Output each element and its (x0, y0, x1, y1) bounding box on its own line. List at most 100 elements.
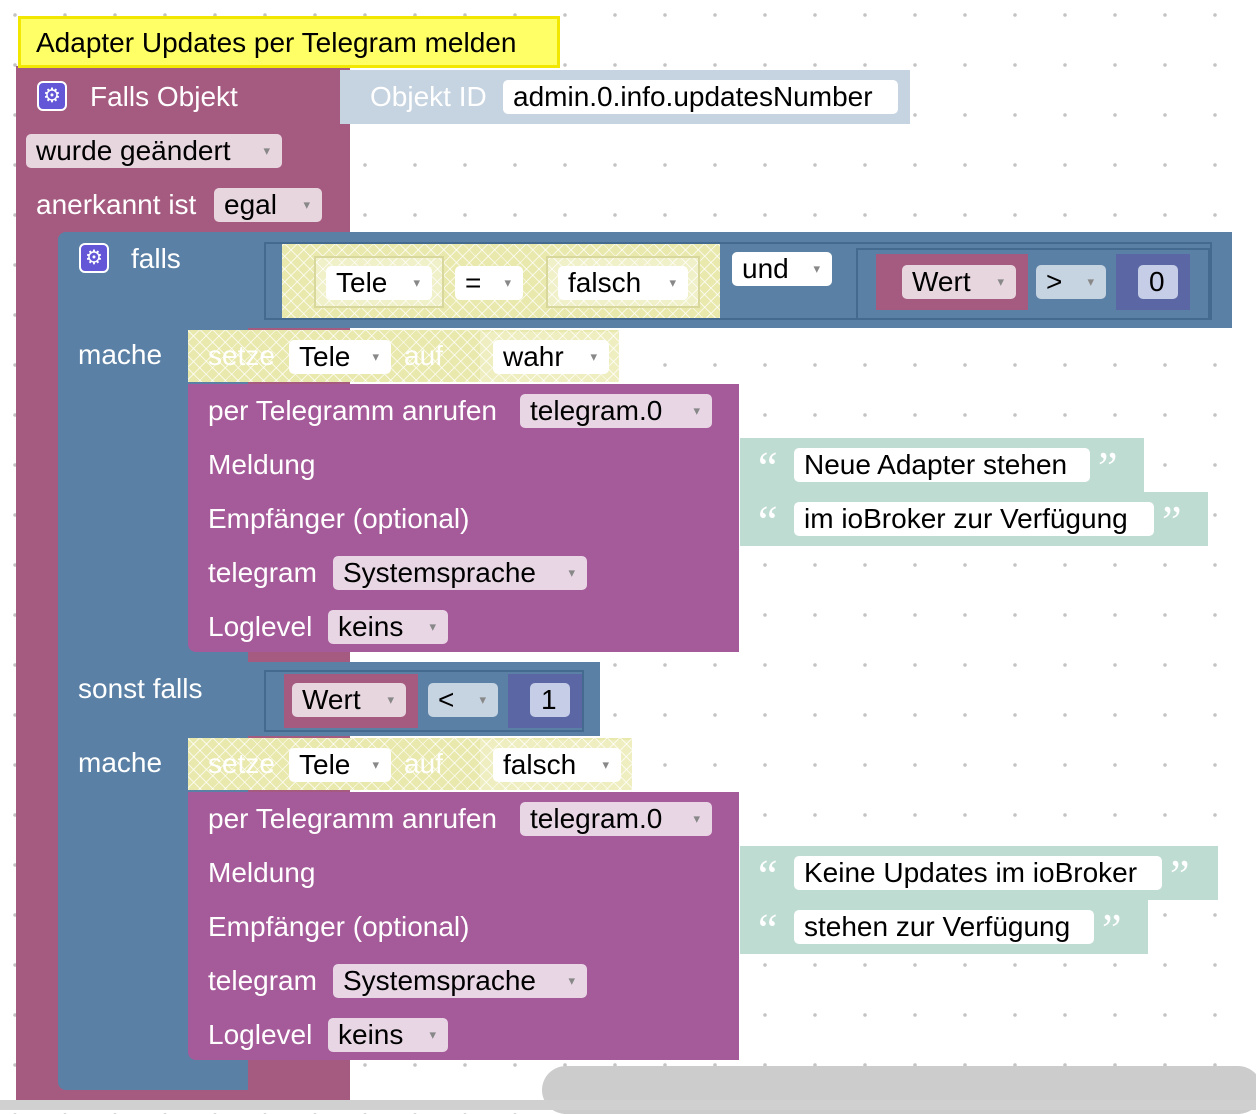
chevron-down-icon: ▾ (602, 757, 609, 772)
number-field-2[interactable]: 1 (530, 683, 570, 717)
set-auf-label-1: auf (404, 340, 443, 371)
set-value-2: falsch (503, 749, 577, 780)
chevron-down-icon: ▾ (372, 757, 379, 772)
telegram-instance-dropdown-2[interactable]: telegram.0 ▾ (520, 802, 712, 836)
tele-var-dropdown[interactable]: Tele ▾ (326, 266, 432, 300)
telegram-lang-label-1: telegram (208, 557, 317, 588)
telegram-lang-dropdown-2[interactable]: Systemsprache ▾ (333, 964, 587, 998)
compare-operator-value: = (465, 267, 482, 298)
telegram-log-dropdown-2[interactable]: keins ▾ (328, 1018, 448, 1052)
change-value: wurde geändert (36, 135, 231, 166)
do2-label: mache (78, 747, 163, 778)
chevron-down-icon: ▾ (813, 261, 820, 276)
set-var-dropdown-1[interactable]: Tele ▾ (289, 340, 391, 374)
logic-op-value: und (742, 253, 789, 284)
telegram-call-label-1: per Telegramm anrufen (208, 395, 497, 426)
text-field-1a[interactable]: Neue Adapter stehen (794, 448, 1090, 482)
ack-dropdown[interactable]: egal ▾ (214, 188, 322, 222)
comment-bubble[interactable] (18, 16, 560, 68)
text-field-1b[interactable]: im ioBroker zur Verfügung (794, 502, 1154, 536)
do-label: mache (78, 339, 163, 370)
text-field-2a[interactable]: Keine Updates im ioBroker (794, 856, 1162, 890)
gear-icon[interactable]: ⚙ (79, 243, 109, 273)
telegram-instance-dropdown-1[interactable]: telegram.0 ▾ (520, 394, 712, 428)
chevron-down-icon: ▾ (997, 274, 1004, 289)
telegram-msg-label-1: Meldung (208, 449, 316, 480)
chevron-down-icon: ▾ (263, 143, 270, 158)
wert-var-dropdown-2[interactable]: Wert ▾ (292, 683, 406, 717)
chevron-down-icon: ▾ (429, 619, 436, 634)
operator2-dropdown[interactable]: > ▾ (1036, 265, 1106, 299)
telegram-log-value-2: keins (338, 1019, 404, 1050)
chevron-down-icon: ▾ (504, 275, 511, 290)
chevron-down-icon: ▾ (669, 275, 676, 290)
chevron-down-icon: ▾ (413, 275, 420, 290)
set-var-value-2: Tele (299, 749, 351, 780)
chevron-down-icon: ▾ (1087, 274, 1094, 289)
elseif-label: sonst falls (78, 673, 203, 704)
telegram-log-value-1: keins (338, 611, 404, 642)
tele-var-value: Tele (336, 267, 388, 298)
close-quote-icon: ” (1102, 905, 1122, 954)
telegram-lang-label-2: telegram (208, 965, 317, 996)
wert-var-value: Wert (912, 266, 971, 297)
chevron-down-icon: ▾ (303, 197, 310, 212)
telegram-instance-value-2: telegram.0 (530, 803, 663, 834)
chevron-down-icon: ▾ (387, 692, 394, 707)
set-auf-label-2: auf (404, 748, 443, 779)
compare-operator-dropdown[interactable]: = ▾ (455, 266, 523, 300)
number-field[interactable]: 0 (1138, 265, 1178, 299)
telegram-msg-label-2: Meldung (208, 857, 316, 888)
set-var-value-1: Tele (299, 341, 351, 372)
chevron-down-icon: ▾ (568, 973, 575, 988)
ack-value: egal (224, 189, 277, 220)
operator3-value: < (438, 684, 455, 715)
telegram-block-2[interactable] (188, 792, 739, 1060)
chevron-down-icon: ▾ (479, 692, 486, 707)
telegram-log-label-2: Loglevel (208, 1019, 313, 1050)
telegram-instance-value-1: telegram.0 (530, 395, 663, 426)
chevron-down-icon: ▾ (590, 349, 597, 364)
open-quote-icon: “ (758, 851, 778, 900)
text-field-2b[interactable]: stehen zur Verfügung (794, 910, 1094, 944)
chevron-down-icon: ▾ (693, 811, 700, 826)
telegram-lang-value-1: Systemsprache (343, 557, 536, 588)
trigger-label: Falls Objekt (90, 81, 238, 112)
telegram-recipient-label-2: Empfänger (optional) (208, 911, 470, 942)
object-id-label: Objekt ID (370, 81, 487, 112)
change-dropdown[interactable]: wurde geändert ▾ (26, 134, 282, 168)
telegram-call-label-2: per Telegramm anrufen (208, 803, 497, 834)
bool-value: falsch (568, 267, 642, 298)
logic-op-dropdown[interactable]: und ▾ (732, 252, 832, 286)
comment-text: Adapter Updates per Telegram melden (36, 27, 517, 58)
gear-icon[interactable]: ⚙ (37, 81, 67, 111)
open-quote-icon: “ (758, 905, 778, 954)
telegram-recipient-label-1: Empfänger (optional) (208, 503, 470, 534)
set-value-dropdown-1[interactable]: wahr ▾ (493, 340, 609, 374)
close-quote-icon: ” (1170, 851, 1190, 900)
bottom-edge (0, 1100, 1256, 1110)
close-quote-icon: ” (1098, 443, 1118, 492)
object-id-field[interactable]: admin.0.info.updatesNumber (503, 80, 898, 114)
open-quote-icon: “ (758, 497, 778, 546)
chevron-down-icon: ▾ (372, 349, 379, 364)
set-value-dropdown-2[interactable]: falsch ▾ (493, 748, 621, 782)
if-label: falls (131, 243, 181, 274)
set-label-2: setze (208, 748, 275, 779)
set-label-1: setze (208, 340, 275, 371)
operator2-value: > (1046, 266, 1063, 297)
telegram-log-dropdown-1[interactable]: keins ▾ (328, 610, 448, 644)
telegram-block-1[interactable] (188, 384, 739, 652)
open-quote-icon: “ (758, 443, 778, 492)
telegram-log-label-1: Loglevel (208, 611, 313, 642)
set-value-1: wahr (503, 341, 564, 372)
operator3-dropdown[interactable]: < ▾ (428, 683, 498, 717)
telegram-lang-dropdown-1[interactable]: Systemsprache ▾ (333, 556, 587, 590)
chevron-down-icon: ▾ (693, 403, 700, 418)
bool-dropdown[interactable]: falsch ▾ (558, 266, 688, 300)
set-var-dropdown-2[interactable]: Tele ▾ (289, 748, 391, 782)
telegram-lang-value-2: Systemsprache (343, 965, 536, 996)
chevron-down-icon: ▾ (429, 1027, 436, 1042)
wert-var-dropdown[interactable]: Wert ▾ (902, 265, 1016, 299)
ack-label: anerkannt ist (36, 189, 197, 220)
